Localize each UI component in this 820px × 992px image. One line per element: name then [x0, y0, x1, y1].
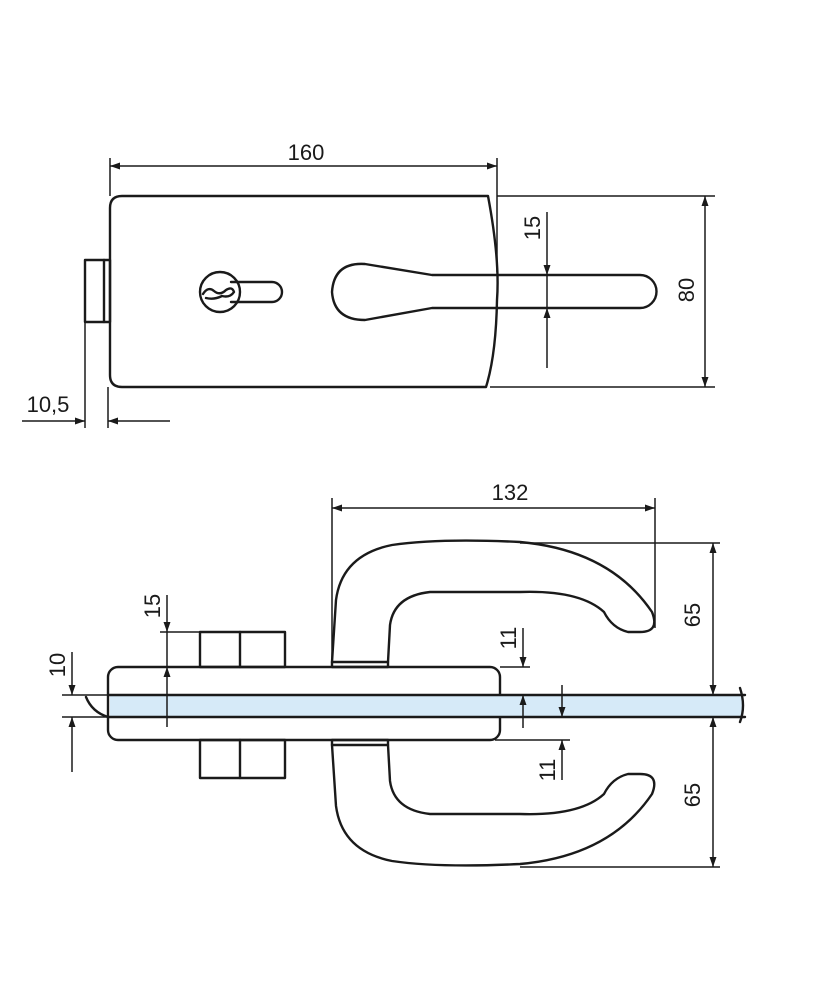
lower-block	[198, 738, 287, 780]
dim-projection-label: 132	[492, 480, 529, 505]
dim-block-label: 15	[140, 594, 165, 618]
dim-glass-label: 10	[45, 653, 70, 677]
lock-cylinder-icon	[198, 270, 284, 314]
dim-height-label: 80	[674, 278, 699, 302]
top-view: 160 15 80 10,5	[22, 140, 715, 428]
lever-handle	[330, 262, 658, 322]
dim-strike-offset-label: 10,5	[27, 392, 70, 417]
dim-bottom-handle-label: 65	[680, 783, 705, 807]
side-view: 132 65 65 15 10 11 11	[45, 480, 747, 868]
lock-plate	[108, 194, 499, 389]
dim-handle-thickness-label: 15	[520, 216, 545, 240]
glass-pane	[110, 695, 743, 717]
lower-handle	[330, 743, 656, 867]
upper-handle	[330, 539, 656, 664]
upper-block	[198, 630, 287, 669]
dim-plate-bottom-label: 11	[535, 759, 560, 782]
strike-strip	[83, 258, 112, 324]
dim-plate-top-label: 11	[496, 627, 521, 650]
dim-top-handle-label: 65	[680, 603, 705, 627]
dim-width-label: 160	[288, 140, 325, 165]
